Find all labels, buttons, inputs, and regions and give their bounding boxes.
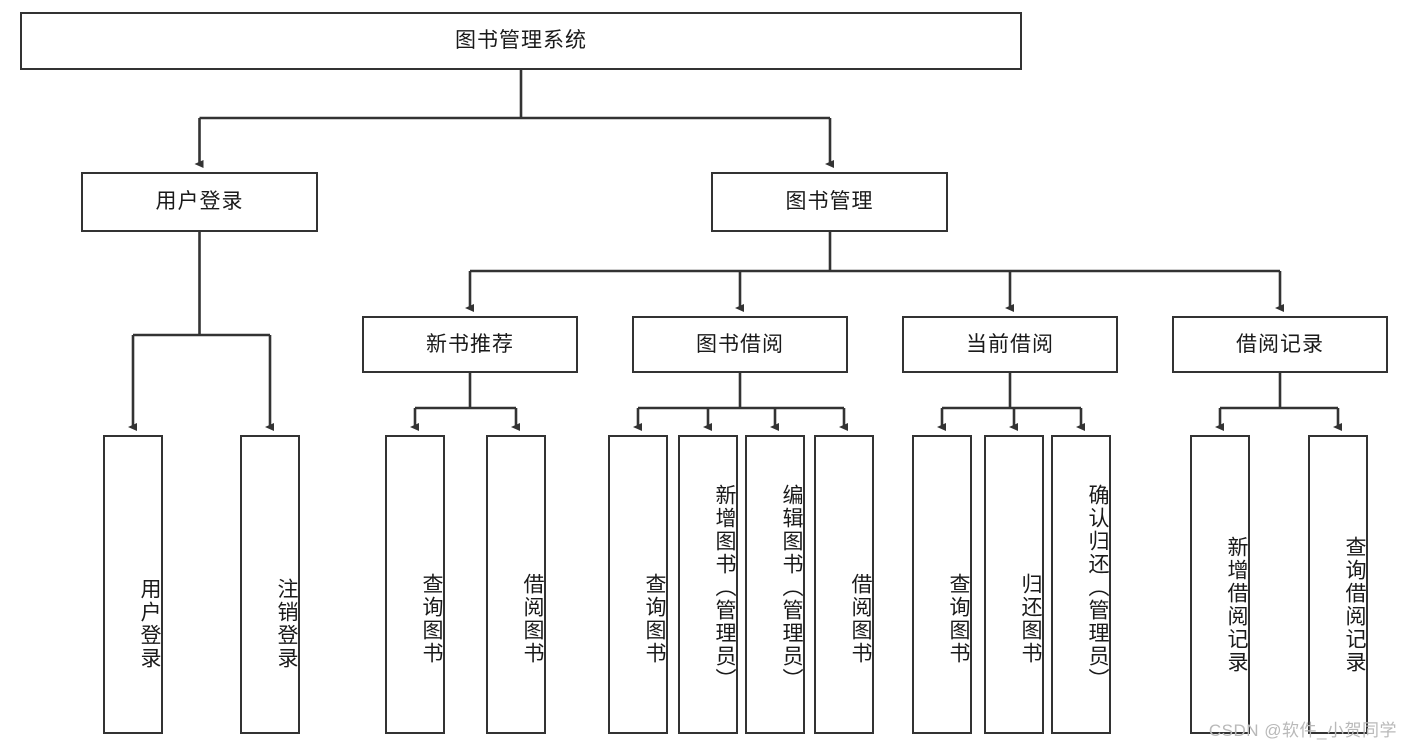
- node-leaf-query-record-label: 查询借阅记录: [1343, 535, 1366, 674]
- node-user-login[interactable]: 用户登录: [81, 172, 318, 232]
- node-leaf-query-book-2-label: 查询图书: [643, 572, 666, 665]
- node-user-login-label: 用户登录: [155, 190, 244, 214]
- node-leaf-query-book-3-label: 查询图书: [947, 572, 970, 665]
- node-leaf-return-book-label: 归还图书: [1019, 572, 1042, 665]
- node-leaf-query-book-3[interactable]: 查询图书: [912, 435, 972, 734]
- watermark: CSDN @软件_小贺同学: [1208, 721, 1397, 740]
- node-leaf-query-book-2[interactable]: 查询图书: [608, 435, 668, 734]
- node-new-book-rec-label: 新书推荐: [426, 332, 514, 356]
- node-leaf-add-record[interactable]: 新增借阅记录: [1190, 435, 1250, 734]
- node-leaf-query-book-1-label: 查询图书: [420, 572, 443, 665]
- node-leaf-confirm-return-label: 确认归还（管理员）: [1086, 484, 1109, 691]
- node-borrow-record[interactable]: 借阅记录: [1172, 316, 1388, 373]
- node-borrow-record-label: 借阅记录: [1236, 332, 1324, 356]
- node-root[interactable]: 图书管理系统: [20, 12, 1022, 70]
- node-current-borrow-label: 当前借阅: [966, 332, 1054, 356]
- node-leaf-add-book[interactable]: 新增图书（管理员）: [678, 435, 738, 734]
- node-leaf-query-record[interactable]: 查询借阅记录: [1308, 435, 1368, 734]
- node-leaf-return-book[interactable]: 归还图书: [984, 435, 1044, 734]
- node-book-manage-label: 图书管理: [785, 190, 874, 214]
- node-leaf-logout-label: 注销登录: [275, 577, 298, 670]
- node-leaf-add-record-label: 新增借阅记录: [1225, 535, 1248, 674]
- node-leaf-user-login-label: 用户登录: [138, 577, 161, 670]
- node-leaf-edit-book[interactable]: 编辑图书（管理员）: [745, 435, 805, 734]
- node-leaf-borrow-book-2-label: 借阅图书: [849, 572, 872, 665]
- node-leaf-add-book-label: 新增图书（管理员）: [713, 484, 736, 691]
- node-leaf-query-book-1[interactable]: 查询图书: [385, 435, 445, 734]
- node-leaf-user-login[interactable]: 用户登录: [103, 435, 163, 734]
- node-leaf-borrow-book-1[interactable]: 借阅图书: [486, 435, 546, 734]
- node-new-book-rec[interactable]: 新书推荐: [362, 316, 578, 373]
- node-root-label: 图书管理系统: [455, 29, 587, 53]
- node-leaf-borrow-book-1-label: 借阅图书: [521, 572, 544, 665]
- node-leaf-edit-book-label: 编辑图书（管理员）: [780, 484, 803, 691]
- node-leaf-confirm-return[interactable]: 确认归还（管理员）: [1051, 435, 1111, 734]
- node-book-manage[interactable]: 图书管理: [711, 172, 948, 232]
- node-book-borrow[interactable]: 图书借阅: [632, 316, 848, 373]
- node-current-borrow[interactable]: 当前借阅: [902, 316, 1118, 373]
- node-leaf-borrow-book-2[interactable]: 借阅图书: [814, 435, 874, 734]
- node-book-borrow-label: 图书借阅: [696, 332, 784, 356]
- node-leaf-logout[interactable]: 注销登录: [240, 435, 300, 734]
